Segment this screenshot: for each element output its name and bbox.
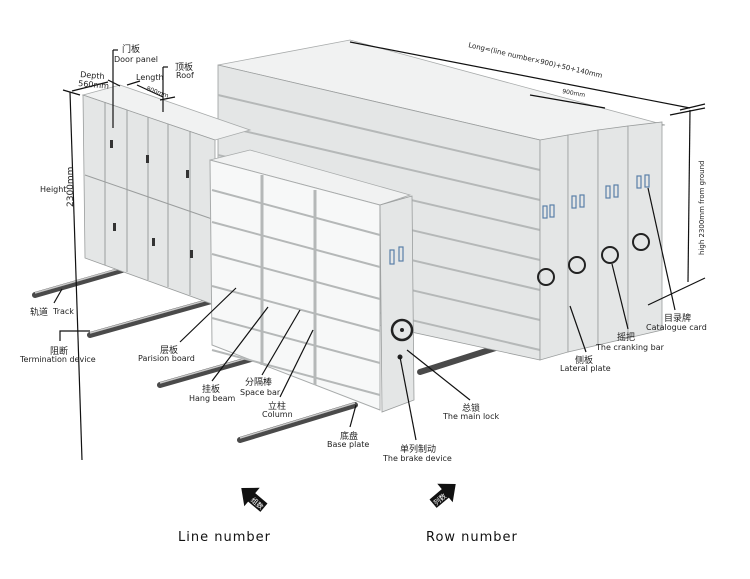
column-label: Column	[262, 410, 293, 419]
catalogue-label: Catalogue card	[646, 323, 707, 332]
catalogue-label-zh: 目录牌	[664, 312, 691, 324]
termination-label: Termination device	[19, 355, 96, 364]
shelf-board	[211, 221, 381, 268]
partition-label: Parision board	[138, 354, 195, 363]
line-number-label: Line number	[178, 530, 271, 545]
row-number-label: Row number	[426, 530, 518, 545]
main-lock-label: The main lock	[442, 412, 499, 421]
shelf-board	[217, 94, 541, 171]
hang-beam-label: Hang beam	[189, 394, 236, 403]
termination-label-zh: 阻断	[50, 345, 68, 357]
brake-label-zh: 单列制动	[400, 443, 436, 455]
length-label: Length	[136, 73, 164, 82]
high-from-ground: high 2300mm from ground	[698, 161, 706, 255]
cranking-label-zh: 摇把	[617, 331, 635, 343]
height-value: 2300mm	[66, 167, 76, 207]
dimension-lines	[62, 41, 706, 461]
depth-label: Depth	[80, 70, 105, 81]
track-label-zh: 轨道	[30, 306, 48, 318]
door-panel-label-zh: 门板	[122, 43, 140, 55]
depth-value: 560mm	[78, 79, 110, 91]
shelf-board	[211, 285, 381, 332]
shelf-board	[211, 349, 381, 396]
roof-label-zh: 顶板	[175, 61, 193, 73]
line-number-arrow-icon: 组数	[241, 487, 268, 512]
roof-label: Roof	[176, 71, 194, 80]
lateral-label-zh: 侧板	[575, 354, 593, 366]
column-label-zh: 立柱	[268, 400, 286, 412]
leader-lines	[53, 187, 676, 441]
lateral-label: Lateral plate	[560, 364, 611, 373]
shelf-board	[211, 317, 381, 364]
track-label: Track	[52, 307, 74, 316]
main-lock-label-zh: 总锁	[462, 402, 480, 414]
base-plate-label: Base plate	[327, 440, 369, 449]
space-bar-label: Space bar	[240, 388, 281, 397]
shelf-board	[211, 189, 381, 236]
space-bar-label-zh: 分隔棒	[245, 376, 272, 388]
bay-width: 900mm	[562, 88, 586, 99]
hang-beam-label-zh: 挂板	[202, 383, 220, 395]
door-panel-label: Door panel	[114, 55, 158, 64]
row-number-arrow-icon: 列数	[429, 483, 456, 508]
long-formula: Long=(line number×900)+50+140mm	[468, 41, 604, 80]
shelf-board	[211, 253, 381, 300]
door-cabinet-block	[81, 84, 252, 306]
brake-label: The brake device	[382, 454, 452, 463]
height-label: Height	[40, 185, 66, 194]
shelf-board	[217, 124, 541, 201]
cranking-label: The cranking bar	[595, 343, 665, 352]
open-shelf-unit	[209, 149, 415, 413]
partition-label-zh: 层板	[160, 344, 178, 356]
base-plate-label-zh: 底盘	[340, 430, 358, 442]
